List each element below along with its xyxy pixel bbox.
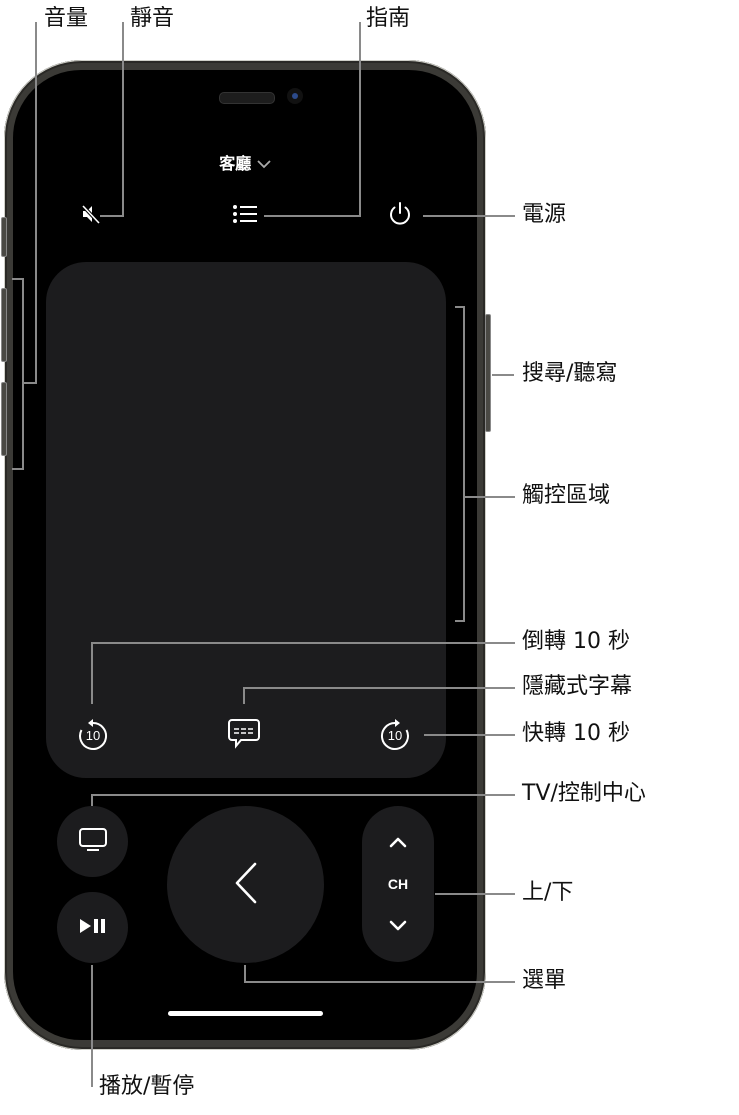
callout-line-touch-area (463, 496, 515, 498)
callout-line-captions (243, 687, 515, 689)
chevron-down-icon (388, 917, 408, 936)
callout-line-skip-forward (424, 734, 515, 736)
menu-back-button[interactable] (167, 806, 324, 963)
rewind-10-icon: 10 (77, 719, 109, 751)
speaker-muted-icon (80, 203, 102, 229)
callout-line-volume (24, 382, 37, 384)
callout-line-tv (91, 794, 515, 796)
callout-line-touch-area (463, 306, 465, 622)
power-icon (387, 200, 413, 230)
callout-line-skip-back (91, 642, 515, 644)
chevron-left-icon (233, 862, 259, 908)
list-icon (232, 204, 258, 228)
callout-line-siri (492, 374, 514, 376)
power-button[interactable] (386, 201, 414, 229)
callout-mute: 靜音 (130, 6, 175, 31)
callout-line-guide (359, 22, 361, 217)
callout-line-channel (435, 893, 515, 895)
skip-back-button[interactable]: 10 (76, 718, 110, 752)
callout-line-touch-area (455, 620, 465, 622)
callout-tv-control-center: TV/控制中心 (522, 781, 646, 806)
room-selector[interactable]: 客廳 (200, 150, 290, 174)
side-button-volume-up (1, 288, 7, 362)
touch-area[interactable] (46, 262, 446, 778)
callout-skip-back: 倒轉 10 秒 (522, 629, 630, 654)
earpiece-speaker (219, 92, 275, 104)
callout-line-touch-area (455, 306, 465, 308)
callout-line-menu (244, 965, 246, 983)
rewind-10-value: 10 (85, 728, 101, 743)
chevron-down-icon (257, 157, 271, 173)
callout-channel-up-down: 上/下 (522, 880, 574, 905)
callout-line-menu (244, 981, 515, 983)
side-button-power (485, 314, 491, 432)
callout-line-mute (100, 215, 124, 217)
tv-control-center-button[interactable] (57, 806, 128, 877)
home-indicator (168, 1011, 323, 1016)
chevron-up-icon (388, 833, 408, 852)
callout-play-pause: 播放/暫停 (99, 1074, 195, 1099)
play-pause-icon (79, 918, 107, 938)
front-camera (287, 88, 303, 104)
callout-line-guide (264, 215, 361, 217)
callout-menu: 選單 (522, 968, 567, 993)
callout-captions: 隱藏式字幕 (522, 674, 633, 699)
callout-line-tv (91, 794, 93, 806)
captions-bubble-icon (227, 718, 261, 754)
channel-control: CH (362, 806, 434, 962)
guide-button[interactable] (231, 203, 259, 229)
callout-guide: 指南 (366, 6, 411, 31)
callout-line-volume-bracket (12, 468, 24, 470)
channel-down-button[interactable] (383, 914, 413, 938)
channel-label: CH (387, 876, 409, 892)
mute-button[interactable] (78, 203, 104, 229)
forward-10-value: 10 (387, 728, 403, 743)
skip-forward-button[interactable]: 10 (378, 718, 412, 752)
tv-icon (78, 827, 108, 857)
callout-volume: 音量 (44, 6, 89, 31)
callout-skip-forward: 快轉 10 秒 (522, 721, 630, 746)
callout-line-power (423, 215, 515, 217)
callout-line-skip-back (91, 642, 93, 704)
callout-line-mute (122, 22, 124, 217)
captions-button[interactable] (226, 718, 262, 754)
callout-touch-area: 觸控區域 (522, 483, 611, 508)
callout-power: 電源 (522, 202, 567, 227)
side-button-volume-down (1, 382, 7, 456)
callout-line-volume (35, 22, 37, 384)
callout-line-volume-bracket (22, 278, 24, 470)
forward-10-icon: 10 (379, 719, 411, 751)
callout-siri: 搜尋/聽寫 (522, 361, 618, 386)
callout-line-volume-bracket (12, 278, 24, 280)
callout-line-play-pause (91, 965, 93, 1087)
channel-up-button[interactable] (383, 830, 413, 854)
callout-line-captions (243, 687, 245, 704)
side-button-silent (1, 217, 7, 257)
room-label: 客廳 (219, 154, 252, 173)
play-pause-button[interactable] (57, 892, 128, 963)
